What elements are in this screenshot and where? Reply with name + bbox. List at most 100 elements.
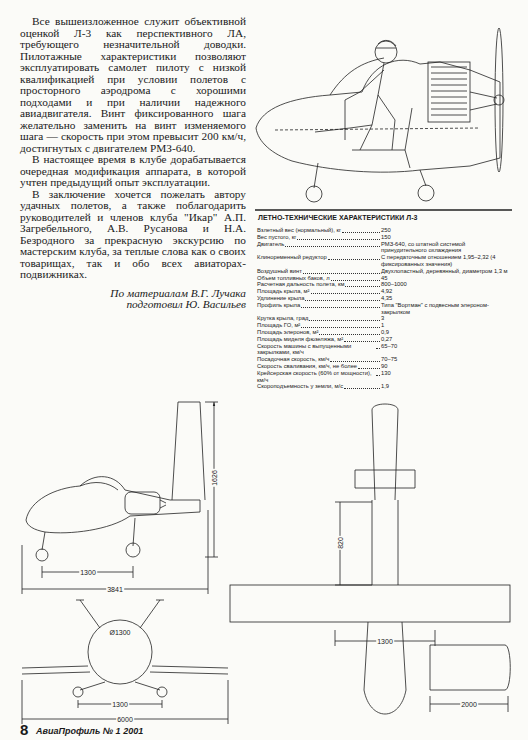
spec-row: Площадь элеронов, м² 0,9 bbox=[257, 329, 510, 336]
spec-value: 45 bbox=[381, 275, 510, 282]
spec-name: Скорость сваливания, км/ч, не более bbox=[257, 363, 357, 370]
spec-row: Скорость сваливания, км/ч, не более 90 bbox=[257, 363, 510, 370]
spec-name-cell: Площадь элеронов, м² bbox=[257, 329, 381, 336]
spec-name: Крутка крыла, град bbox=[257, 315, 308, 322]
article-paragraph: Все вышеизложенное служит объективной оц… bbox=[20, 16, 246, 154]
article-credit: По материалам В.Г. Лучака bbox=[20, 288, 246, 300]
spec-row: Скороподъемность у земли, м/с 1,9 bbox=[257, 383, 510, 390]
spec-name-cell: Скорость сваливания, км/ч, не более bbox=[257, 363, 381, 370]
dimension: 3841 bbox=[106, 586, 124, 593]
spec-value: РМЗ-640, со штатной системой принудитель… bbox=[381, 241, 510, 255]
spec-row: Удлинение крыла4,35 bbox=[257, 295, 510, 302]
spec-value: 4,92 bbox=[381, 288, 510, 295]
spec-value: 90 bbox=[381, 363, 510, 370]
spec-name-cell: Посадочная скорость, км/ч bbox=[257, 356, 381, 363]
spec-name: Профиль крыла bbox=[257, 302, 300, 309]
spec-name: Площадь миделя фюзеляжа, м² bbox=[257, 336, 343, 343]
spec-value: 4,35 bbox=[381, 295, 510, 302]
spec-name-cell: Удлинение крыла bbox=[257, 295, 381, 302]
dot-leader bbox=[309, 315, 380, 321]
spec-name: Крейсерская скорость (60% от мощности), … bbox=[257, 370, 375, 384]
spec-row: Площадь миделя фюзеляжа, м² 0,27 bbox=[257, 336, 510, 343]
spec-name-cell: Объем топливных баков, л bbox=[257, 275, 381, 282]
spec-value: 0,9 bbox=[381, 329, 510, 336]
spec-name: Взлетный вес (нормальный), кг bbox=[257, 227, 341, 234]
dot-leader bbox=[331, 275, 380, 281]
spec-name-cell: Крейсерская скорость (60% от мощности), … bbox=[257, 370, 381, 384]
spec-name-cell: Крутка крыла, град bbox=[257, 315, 381, 322]
spec-name: Вес пустого, кг bbox=[257, 234, 296, 241]
article-paragraph: В заключение хочется пожелать автору уда… bbox=[20, 189, 246, 281]
article-paragraph: В настоящее время в клубе дорабатывается… bbox=[20, 154, 246, 189]
spec-value: 65–70 bbox=[381, 343, 510, 357]
spec-value: 1 bbox=[381, 322, 510, 329]
spec-value: 800–1000 bbox=[381, 281, 510, 288]
dimension: 1300 bbox=[376, 638, 394, 645]
spec-row: Посадочная скорость, км/ч70–75 bbox=[257, 356, 510, 363]
dot-leader bbox=[376, 343, 380, 349]
spec-value: 1,9 bbox=[381, 383, 510, 390]
dot-leader bbox=[344, 383, 380, 389]
spec-row: Объем топливных баков, л45 bbox=[257, 275, 510, 282]
table-title: ЛЕТНО-ТЕХНИЧЕСКИЕ ХАРАКТЕРИСТИКИ Л-3 bbox=[258, 214, 417, 221]
spec-name-cell: Взлетный вес (нормальный), кг bbox=[257, 227, 381, 234]
page-number: 8 bbox=[20, 722, 28, 737]
spec-row: Клиноременный редуктор С передаточным отн… bbox=[257, 254, 510, 268]
spec-value: 0,27 bbox=[381, 336, 510, 343]
spec-name-cell: Профиль крыла bbox=[257, 302, 381, 316]
spec-name-cell: Вес пустого, кг bbox=[257, 234, 381, 241]
spec-value: 150 bbox=[381, 234, 510, 241]
dimension: 1300 bbox=[111, 701, 129, 708]
spec-row: Двигатель РМЗ-640, со штатной системой пр… bbox=[257, 241, 510, 255]
dot-leader bbox=[301, 302, 380, 308]
dimension: 1626 bbox=[211, 469, 218, 487]
dot-leader bbox=[376, 370, 380, 376]
spec-name: Скорость машины с выпущенными закрылками… bbox=[257, 343, 375, 357]
spec-name-cell: Площадь ГО, м² bbox=[257, 322, 381, 329]
dot-leader bbox=[328, 254, 380, 260]
dot-leader bbox=[344, 336, 380, 342]
spec-name: Площадь крыла, м² bbox=[257, 288, 310, 295]
dot-leader bbox=[305, 295, 380, 301]
spec-row: Скорость машины с выпущенными закрылками… bbox=[257, 343, 510, 357]
spec-name: Посадочная скорость, км/ч bbox=[257, 356, 329, 363]
spec-row: Расчетная дальность полета, км 800–1000 bbox=[257, 281, 510, 288]
spec-name-cell: Клиноременный редуктор bbox=[257, 254, 381, 268]
dot-leader bbox=[358, 363, 380, 369]
dot-leader bbox=[297, 234, 380, 240]
spec-row: Площадь крыла, м² 4,92 bbox=[257, 288, 510, 295]
spec-name: Клиноременный редуктор bbox=[257, 254, 327, 261]
dot-leader bbox=[301, 322, 380, 328]
spec-name-cell: Площадь крыла, м² bbox=[257, 288, 381, 295]
spec-name-cell: Площадь миделя фюзеляжа, м² bbox=[257, 336, 381, 343]
spec-table: Взлетный вес (нормальный), кг250Вес пуст… bbox=[257, 227, 510, 390]
spec-value: Двухлопастный, деревянный, диаметром 1,3… bbox=[381, 268, 510, 275]
spec-row: Взлетный вес (нормальный), кг 250 bbox=[257, 227, 510, 234]
spec-name: Скороподъемность у земли, м/с bbox=[257, 383, 343, 390]
dot-leader bbox=[285, 241, 380, 247]
spec-name-cell: Воздушный винт bbox=[257, 268, 381, 275]
dot-leader bbox=[345, 281, 380, 287]
dot-leader bbox=[330, 356, 380, 362]
dot-leader bbox=[303, 268, 380, 274]
spec-name-cell: Двигатель bbox=[257, 241, 381, 255]
spec-name: Воздушный винт bbox=[257, 268, 302, 275]
article-credit: подготовил Ю. Васильев bbox=[20, 299, 246, 311]
footer-title: АвиаПрофиль № 1 2001 bbox=[36, 726, 143, 736]
spec-value: 250 bbox=[381, 227, 510, 234]
spec-value: Типа "Вортман" с подвесным элероном-закр… bbox=[381, 302, 510, 316]
dimension: 6000 bbox=[116, 716, 134, 723]
spec-name-cell: Скорость машины с выпущенными закрылками… bbox=[257, 343, 381, 357]
article-column: Все вышеизложенное служит объективной оц… bbox=[20, 16, 246, 311]
dimension: 2000 bbox=[460, 701, 478, 708]
spec-name: Двигатель bbox=[257, 241, 284, 248]
spec-row: Вес пустого, кг 150 bbox=[257, 234, 510, 241]
spec-row: Площадь ГО, м²1 bbox=[257, 322, 510, 329]
dot-leader bbox=[342, 227, 380, 233]
spec-name: Расчетная дальность полета, км bbox=[257, 281, 344, 288]
spec-name-cell: Расчетная дальность полета, км bbox=[257, 281, 381, 288]
dot-leader bbox=[319, 329, 380, 335]
dimension: 820 bbox=[337, 536, 344, 550]
spec-value: С передаточным отношением 1,95–2,32 (4 ф… bbox=[381, 254, 510, 268]
spec-name: Площадь элеронов, м² bbox=[257, 329, 318, 336]
